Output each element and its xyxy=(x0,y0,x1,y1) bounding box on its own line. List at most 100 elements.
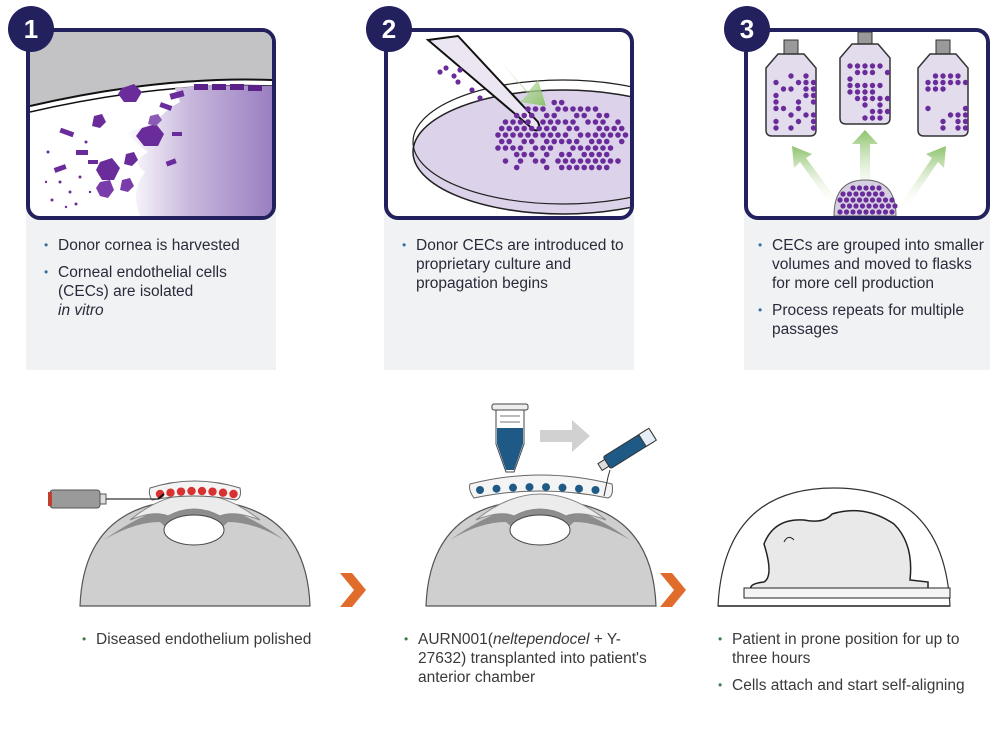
detached-cells xyxy=(44,84,185,209)
cell xyxy=(947,112,954,118)
cell xyxy=(495,145,501,151)
bottom-step-2-bullet-1: •AURN001(neltependocel + Y-27632) transp… xyxy=(404,631,647,686)
chevron-right-icon-2 xyxy=(658,573,688,607)
cell xyxy=(962,118,969,125)
cell xyxy=(562,119,569,125)
cell xyxy=(955,79,961,86)
cell xyxy=(551,138,557,145)
cell xyxy=(525,119,531,125)
cell xyxy=(570,119,576,125)
cell xyxy=(840,191,846,197)
chevron-right-icon-1 xyxy=(338,573,368,607)
cell xyxy=(566,138,572,145)
cell xyxy=(843,197,850,203)
cell xyxy=(577,132,584,138)
cell xyxy=(795,99,802,105)
cell xyxy=(837,197,843,203)
cell xyxy=(581,112,587,119)
cell xyxy=(932,73,939,79)
transplanted-cell xyxy=(558,483,567,492)
cell xyxy=(543,164,550,171)
transplanted-cells xyxy=(476,483,600,494)
cell xyxy=(532,145,539,151)
cell xyxy=(558,164,565,171)
cell xyxy=(773,99,779,105)
cell xyxy=(862,102,868,108)
cell xyxy=(502,132,509,138)
cell xyxy=(547,145,554,151)
cell xyxy=(773,92,779,99)
cell xyxy=(925,86,931,92)
bottom-step-2-bullets: •AURN001(neltependocel + Y-27632) transp… xyxy=(404,630,654,695)
cell xyxy=(795,105,802,112)
cell xyxy=(551,112,557,119)
cell xyxy=(940,118,946,125)
step-3-bullet-1: •CECs are grouped into smaller volumes a… xyxy=(758,237,984,292)
cell xyxy=(543,151,550,158)
cell xyxy=(843,209,850,215)
cell xyxy=(562,132,569,138)
cell xyxy=(872,203,879,209)
cell xyxy=(498,138,505,145)
cell xyxy=(532,132,539,138)
cell xyxy=(517,132,524,138)
green-arrow-icon xyxy=(483,42,546,106)
cell xyxy=(773,79,779,86)
cell xyxy=(940,125,946,131)
cell xyxy=(451,73,457,79)
cell xyxy=(866,191,872,197)
polishing-tool-icon xyxy=(49,489,101,509)
cell xyxy=(955,125,961,131)
cell xyxy=(869,82,876,89)
step-1-badge: 1 xyxy=(8,6,54,52)
step-1-bullet-2: •Corneal endothelial cells (CECs) are is… xyxy=(44,264,227,319)
cell xyxy=(528,138,535,145)
cell xyxy=(859,203,866,209)
cell xyxy=(581,151,587,158)
cell xyxy=(780,105,787,112)
cell xyxy=(600,145,606,151)
step-3-bullet-2: •Process repeats for multiple passages xyxy=(758,302,965,338)
cell xyxy=(525,132,531,138)
cell xyxy=(603,151,610,158)
cell xyxy=(596,112,602,119)
bottom-step-3-bullets: •Patient in prone position for up to thr… xyxy=(718,630,968,703)
cell xyxy=(955,73,961,79)
cell xyxy=(863,209,869,215)
cell xyxy=(618,125,625,132)
cell xyxy=(622,132,629,138)
cell xyxy=(577,158,584,164)
cell xyxy=(603,125,610,132)
cell xyxy=(795,118,802,125)
bottom-step-1-bullet-1: •Diseased endothelium polished xyxy=(82,631,312,648)
cell xyxy=(607,158,614,164)
cell xyxy=(502,145,509,151)
cell xyxy=(566,125,572,132)
cell xyxy=(588,138,595,145)
endothelium-sheet xyxy=(125,85,272,216)
cell xyxy=(862,115,868,121)
cell xyxy=(607,132,614,138)
cell xyxy=(932,86,939,92)
cell xyxy=(810,92,817,99)
cell xyxy=(854,63,861,69)
cell xyxy=(788,86,794,92)
cell xyxy=(585,132,591,138)
cell xyxy=(863,185,869,191)
cell xyxy=(600,119,606,125)
cell xyxy=(803,86,809,92)
cell xyxy=(592,132,599,138)
cell xyxy=(853,203,859,209)
bottom-step-3-bullet-2: •Cells attach and start self-aligning xyxy=(718,677,965,694)
flask-cells xyxy=(773,63,969,131)
cell xyxy=(592,119,599,125)
diseased-cell xyxy=(218,488,228,497)
cell xyxy=(555,158,561,164)
cell xyxy=(555,132,561,138)
cell xyxy=(869,209,876,215)
cell xyxy=(856,197,863,203)
cell xyxy=(866,203,872,209)
cell xyxy=(570,145,576,151)
transplanted-cell xyxy=(525,483,534,492)
step-2-illustration-frame xyxy=(384,28,634,220)
